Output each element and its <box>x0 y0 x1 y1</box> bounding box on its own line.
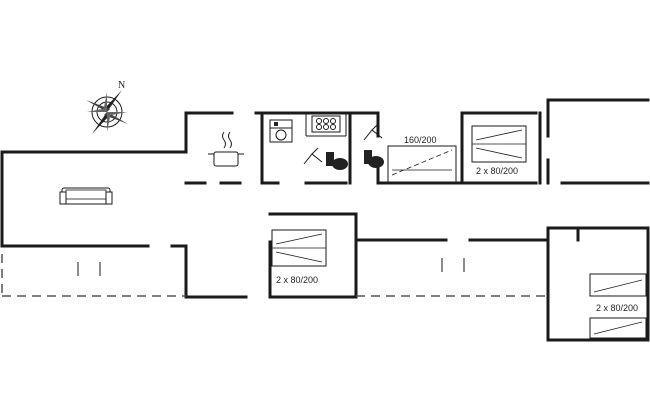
cooking-pot-icon <box>208 131 244 167</box>
twin-beds-right <box>589 273 647 339</box>
hob-icon <box>311 115 341 133</box>
shower-icon-2 <box>363 123 383 141</box>
twin-beds-upper <box>471 125 527 163</box>
shower-icon <box>303 147 323 165</box>
bed-size-label-a: 160/200 <box>404 135 437 145</box>
bed-size-label-d: 2 x 80/200 <box>596 303 638 313</box>
washing-machine-icon <box>269 119 293 143</box>
toilet-icon-2 <box>364 150 384 168</box>
twin-beds-middle <box>271 229 327 267</box>
compass-rose-icon <box>86 90 128 134</box>
terrace-outline <box>1 254 548 297</box>
sofa-icon <box>59 187 113 205</box>
walls <box>0 98 650 342</box>
compass-north-label: N <box>118 80 125 91</box>
toilet-icon <box>326 152 348 170</box>
bed-size-label-b: 2 x 80/200 <box>476 166 518 176</box>
double-bed <box>387 145 457 183</box>
bed-size-label-c: 2 x 80/200 <box>276 275 318 285</box>
